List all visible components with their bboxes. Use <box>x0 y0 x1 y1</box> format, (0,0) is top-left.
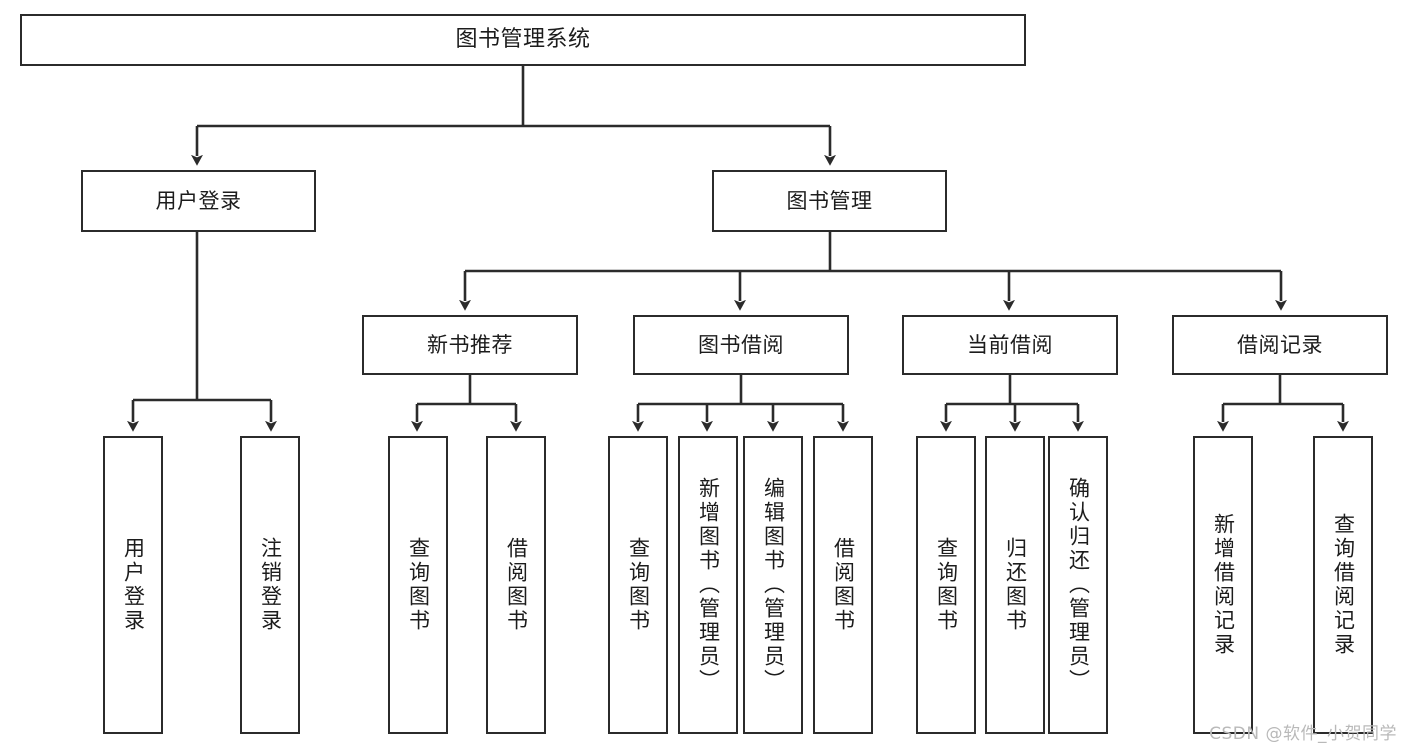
node-current-borrow[interactable]: 当前借阅 <box>902 315 1118 375</box>
leaf-current-query-book[interactable]: 查询图书 <box>916 436 976 734</box>
leaf-borrow-add-book-admin[interactable]: 新增图书（管理员） <box>678 436 738 734</box>
node-label: 当前借阅 <box>967 332 1053 357</box>
leaf-borrow-query-book[interactable]: 查询图书 <box>608 436 668 734</box>
node-label: 确认归还（管理员） <box>1066 477 1091 693</box>
leaf-recommend-query-book[interactable]: 查询图书 <box>388 436 448 734</box>
leaf-recommend-borrow-book[interactable]: 借阅图书 <box>486 436 546 734</box>
node-book-management[interactable]: 图书管理 <box>712 170 947 232</box>
node-label: 图书借阅 <box>698 332 784 357</box>
node-label: 用户登录 <box>121 537 146 633</box>
node-label: 新增借阅记录 <box>1211 513 1236 657</box>
leaf-current-return-book[interactable]: 归还图书 <box>985 436 1045 734</box>
node-label: 查询图书 <box>406 537 431 633</box>
node-label: 借阅记录 <box>1237 332 1323 357</box>
node-label: 新书推荐 <box>427 332 513 357</box>
node-borrow-record[interactable]: 借阅记录 <box>1172 315 1388 375</box>
node-label: 注销登录 <box>258 537 283 633</box>
leaf-user-login-login[interactable]: 用户登录 <box>103 436 163 734</box>
leaf-current-confirm-return-admin[interactable]: 确认归还（管理员） <box>1048 436 1108 734</box>
node-root-system[interactable]: 图书管理系统 <box>20 14 1026 66</box>
node-label: 归还图书 <box>1003 537 1028 633</box>
node-user-login[interactable]: 用户登录 <box>81 170 316 232</box>
node-label: 编辑图书（管理员） <box>761 477 786 693</box>
node-label: 查询借阅记录 <box>1331 513 1356 657</box>
node-label: 借阅图书 <box>504 537 529 633</box>
node-label: 借阅图书 <box>831 537 856 633</box>
node-new-book-recommend[interactable]: 新书推荐 <box>362 315 578 375</box>
leaf-record-add-record[interactable]: 新增借阅记录 <box>1193 436 1253 734</box>
node-label: 图书管理系统 <box>455 27 591 53</box>
node-label: 查询图书 <box>626 537 651 633</box>
leaf-record-query-record[interactable]: 查询借阅记录 <box>1313 436 1373 734</box>
watermark-text: CSDN @软件_小贺同学 <box>1209 724 1397 744</box>
node-label: 用户登录 <box>155 188 242 213</box>
node-label: 查询图书 <box>934 537 959 633</box>
leaf-user-login-logout[interactable]: 注销登录 <box>240 436 300 734</box>
node-label: 新增图书（管理员） <box>696 477 721 693</box>
node-label: 图书管理 <box>786 188 873 213</box>
leaf-borrow-borrow-book[interactable]: 借阅图书 <box>813 436 873 734</box>
leaf-borrow-edit-book-admin[interactable]: 编辑图书（管理员） <box>743 436 803 734</box>
node-book-borrow[interactable]: 图书借阅 <box>633 315 849 375</box>
